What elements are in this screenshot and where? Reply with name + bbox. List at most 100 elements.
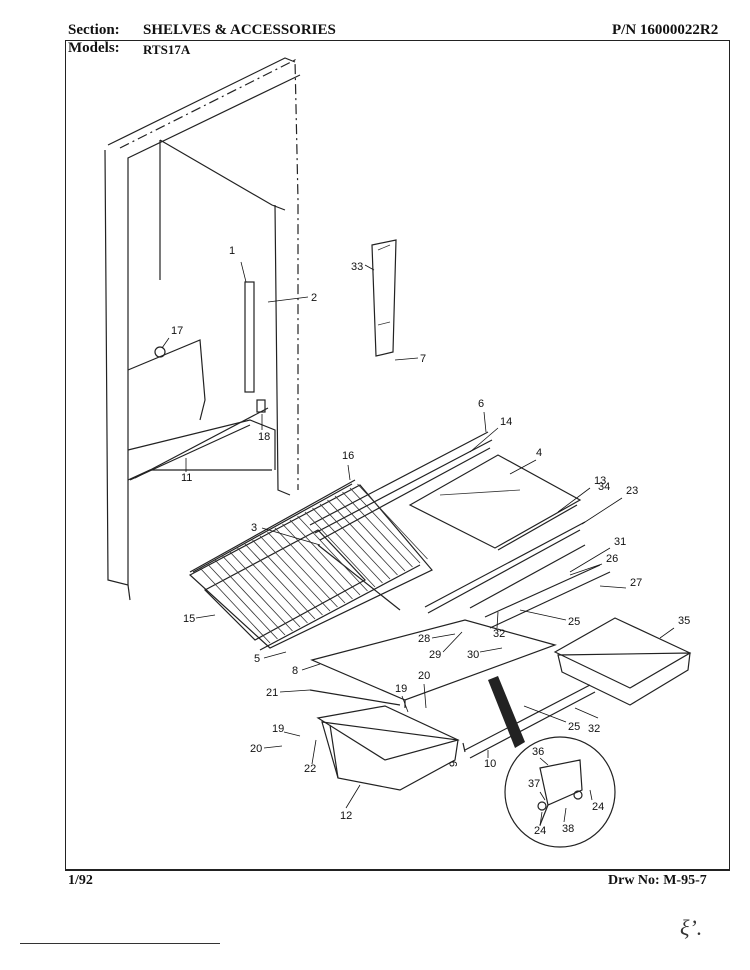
wire-slat: [222, 555, 293, 632]
callout-37: 37: [528, 778, 540, 790]
leader-line-30: [479, 647, 503, 653]
callout-27: 27: [630, 577, 642, 589]
callout-26: 26: [606, 553, 618, 565]
part-4-glass-shelf: [408, 454, 582, 549]
callout-24: 24: [592, 801, 604, 813]
wire-slat: [312, 507, 383, 584]
wire-slat: [207, 563, 278, 640]
drawing-frame: [65, 40, 730, 870]
wire-slat: [274, 527, 346, 604]
callout-2: 2: [311, 292, 317, 304]
wire-slat: [297, 515, 368, 592]
callout-20: 20: [418, 670, 430, 682]
callout-23: 23: [626, 485, 638, 497]
callout-22: 22: [304, 763, 316, 775]
callout-36: 36: [532, 746, 544, 758]
callout-13: 13: [594, 475, 606, 487]
leader-line-22: [311, 739, 317, 765]
part-17-part-18: [134, 346, 269, 479]
leader-line-23: [581, 497, 623, 525]
part-21-bracket: [309, 689, 401, 706]
detail-callout-wedge: [488, 676, 525, 748]
wire-slat: [327, 499, 398, 576]
cabinet-liner: [104, 57, 301, 601]
callout-15: 15: [183, 613, 195, 625]
callout-10: 10: [484, 758, 496, 770]
callout-35: 35: [678, 615, 690, 627]
bottom-rule: [20, 943, 220, 944]
wire-slat: [357, 483, 428, 560]
footer-drawing-number: Drw No: M-95-7: [608, 873, 707, 888]
callout-38: 38: [562, 823, 574, 835]
models-value: RTS17A: [143, 42, 191, 57]
leader-line-21: [279, 689, 311, 693]
leader-line-29: [442, 631, 463, 653]
callout-4: 4: [536, 447, 542, 459]
leader-line-3: [261, 527, 321, 546]
callout-32: 32: [588, 723, 600, 735]
callout-19: 19: [395, 683, 407, 695]
wire-slat: [244, 543, 316, 620]
callout-29: 29: [429, 649, 441, 661]
part-9-10-slides: [462, 684, 596, 759]
callout-24: 24: [534, 825, 546, 837]
leader-line-33: [364, 264, 375, 271]
callout-18: 18: [258, 431, 270, 443]
leader-line-6: [483, 411, 487, 433]
callout-3: 3: [251, 522, 257, 534]
leader-line-24: [539, 811, 543, 827]
leader-line-32: [496, 611, 499, 629]
callout-19: 19: [272, 723, 284, 735]
leader-line-32: [574, 707, 599, 719]
callout-6: 6: [478, 398, 484, 410]
leader-line-26: [569, 563, 603, 576]
leader-line-31: [569, 547, 611, 573]
footer-date: 1/92: [68, 873, 93, 888]
part-6-14-rails: [309, 431, 493, 541]
callout-8: 8: [292, 665, 298, 677]
part-16-rail: [189, 479, 356, 573]
leader-line-20: [423, 683, 427, 709]
leader-line-38: [563, 807, 567, 823]
wire-slat: [349, 487, 421, 564]
leader-line-36: [539, 757, 549, 766]
leader-line-20: [263, 745, 283, 749]
leader-line-35: [659, 627, 675, 639]
callout-32: 32: [493, 628, 505, 640]
callout-25: 25: [568, 721, 580, 733]
leader-line-1: [240, 261, 247, 283]
leader-line-28: [431, 633, 456, 639]
callout-9: 9: [448, 761, 460, 767]
part-8-crisper-cover: [310, 619, 557, 708]
wire-slat: [267, 531, 338, 608]
footer-divider: [65, 870, 730, 871]
leader-line-16: [347, 464, 351, 481]
part-35-crisper-pan: [553, 617, 692, 706]
wire-slat: [252, 539, 323, 616]
right-side-rails: [424, 504, 611, 629]
leader-line-25: [519, 609, 567, 621]
callout-21: 21: [266, 687, 278, 699]
callout-11: 11: [181, 472, 192, 484]
callout-1: 1: [229, 245, 235, 257]
callout-20: 20: [250, 743, 262, 755]
callout-12: 12: [340, 810, 352, 822]
wire-slat: [199, 567, 271, 644]
part-1-shelf-support: [244, 281, 255, 393]
wire-slat: [237, 547, 308, 624]
part-33-cover: [371, 239, 397, 357]
leader-line-19: [283, 731, 301, 737]
leader-line-37: [539, 791, 546, 801]
wire-slat: [319, 503, 391, 580]
callout-16: 16: [342, 450, 354, 462]
callout-7: 7: [420, 353, 426, 365]
leader-line-2: [267, 296, 309, 303]
leader-line-27: [599, 585, 627, 589]
part-12-crisper-pan: [316, 705, 460, 791]
leader-line-24: [589, 789, 593, 801]
wire-slat: [289, 519, 361, 596]
leader-line-12: [345, 784, 361, 809]
leader-line-8: [301, 663, 321, 671]
